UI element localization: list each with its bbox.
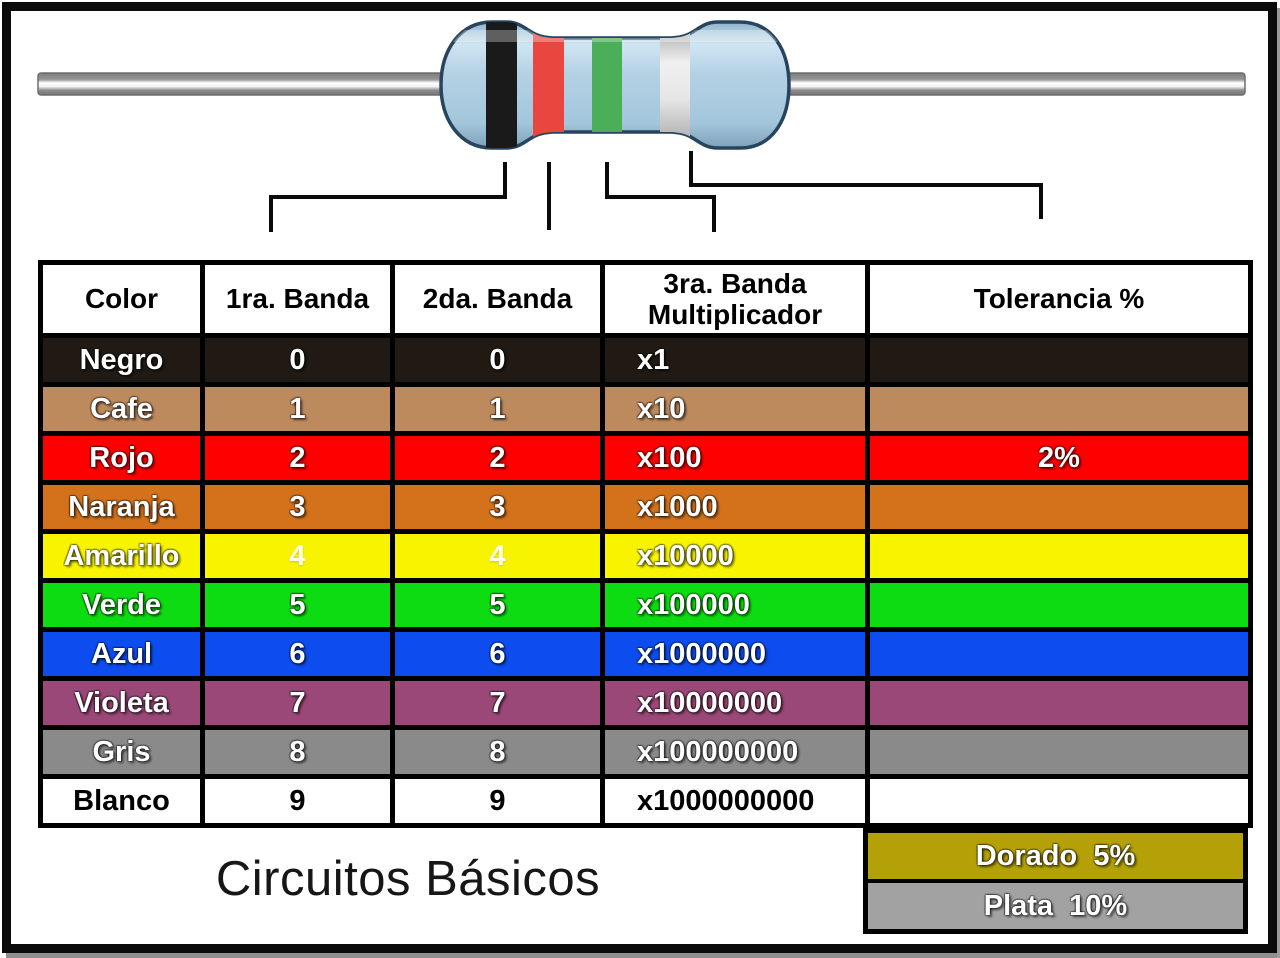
cell-color-name: Gris — [38, 725, 205, 779]
band-verde — [592, 22, 622, 148]
table-row-gris: Gris 8 8 x100000000 — [38, 725, 1253, 779]
header-band3-line1: 3ra. Banda — [663, 267, 807, 299]
cell-color-name: Negro — [38, 333, 205, 387]
cell-band2: 6 — [390, 627, 605, 681]
table-row-azul: Azul 6 6 x1000000 — [38, 627, 1253, 681]
table-row-violeta: Violeta 7 7 x10000000 — [38, 676, 1253, 730]
cell-tolerance — [865, 480, 1253, 534]
cell-color-name: Naranja — [38, 480, 205, 534]
cell-multiplier: x10000000 — [600, 676, 870, 730]
tolerance-row-dorado: Dorado 5% — [868, 833, 1243, 883]
cell-tolerance — [865, 725, 1253, 779]
cell-multiplier: x1000000000 — [600, 774, 870, 828]
cell-band2: 3 — [390, 480, 605, 534]
header-band1: 1ra. Banda — [200, 260, 395, 338]
cell-tolerance — [865, 578, 1253, 632]
cell-band2: 4 — [390, 529, 605, 583]
cell-multiplier: x100 — [600, 431, 870, 485]
cell-color-name: Verde — [38, 578, 205, 632]
table-row-amarillo: Amarillo 4 4 x10000 — [38, 529, 1253, 583]
cell-multiplier: x10 — [600, 382, 870, 436]
tolerance-row-plata: Plata 10% — [868, 883, 1243, 929]
cell-tolerance — [865, 676, 1253, 730]
cell-band1: 7 — [200, 676, 395, 730]
cell-band2: 7 — [390, 676, 605, 730]
callout-tolerance — [689, 151, 1043, 219]
callout-lines — [269, 151, 1043, 232]
cell-multiplier: x1000 — [600, 480, 870, 534]
table-row-negro: Negro 0 0 x1 — [38, 333, 1253, 387]
header-band3-line2: Multiplicador — [647, 299, 823, 330]
band-negro — [486, 22, 517, 148]
cell-multiplier: x100000 — [600, 578, 870, 632]
cell-band2: 2 — [390, 431, 605, 485]
body-highlight — [441, 30, 789, 42]
header-tolerance: Tolerancia % — [865, 260, 1253, 338]
cell-band2: 1 — [390, 382, 605, 436]
cell-band1: 0 — [200, 333, 395, 387]
cell-multiplier: x100000000 — [600, 725, 870, 779]
cell-color-name: Cafe — [38, 382, 205, 436]
tolerance-legend: Dorado 5% Plata 10% — [863, 828, 1248, 934]
cell-band2: 5 — [390, 578, 605, 632]
cell-tolerance — [865, 529, 1253, 583]
band-rojo — [533, 22, 564, 148]
cell-color-name: Azul — [38, 627, 205, 681]
band-plata — [660, 22, 690, 148]
cell-multiplier: x1 — [600, 333, 870, 387]
cell-tolerance: 2% — [865, 431, 1253, 485]
cell-band1: 8 — [200, 725, 395, 779]
cell-tolerance — [865, 333, 1253, 387]
color-code-table: Color 1ra. Banda 2da. Banda 3ra. Banda M… — [38, 260, 1253, 828]
callout-band3 — [605, 162, 716, 232]
cell-band1: 1 — [200, 382, 395, 436]
cell-band2: 9 — [390, 774, 605, 828]
header-band3-multiplier: 3ra. Banda Multiplicador — [600, 260, 870, 338]
frame-bottom-shadow — [6, 953, 1280, 958]
caption-title: Circuitos Básicos — [215, 852, 601, 906]
resistor-illustration — [37, 20, 1246, 232]
cell-tolerance — [865, 382, 1253, 436]
cell-tolerance — [865, 774, 1253, 828]
cell-band2: 8 — [390, 725, 605, 779]
cell-band1: 5 — [200, 578, 395, 632]
cell-band1: 4 — [200, 529, 395, 583]
cell-color-name: Rojo — [38, 431, 205, 485]
table-row-cafe: Cafe 1 1 x10 — [38, 382, 1253, 436]
cell-tolerance — [865, 627, 1253, 681]
cell-band1: 3 — [200, 480, 395, 534]
cell-color-name: Amarillo — [38, 529, 205, 583]
frame-right-shadow — [1277, 8, 1280, 958]
cell-multiplier: x10000 — [600, 529, 870, 583]
header-color: Color — [38, 260, 205, 338]
cell-band1: 6 — [200, 627, 395, 681]
cell-band1: 2 — [200, 431, 395, 485]
cell-color-name: Violeta — [38, 676, 205, 730]
cell-color-name: Blanco — [38, 774, 205, 828]
header-row: Color 1ra. Banda 2da. Banda 3ra. Banda M… — [38, 260, 1253, 338]
table-row-blanco: Blanco 9 9 x1000000000 — [38, 774, 1253, 828]
cell-band2: 0 — [390, 333, 605, 387]
table-row-verde: Verde 5 5 x100000 — [38, 578, 1253, 632]
table-row-rojo: Rojo 2 2 x100 2% — [38, 431, 1253, 485]
callout-band1 — [269, 162, 507, 232]
table-row-naranja: Naranja 3 3 x1000 — [38, 480, 1253, 534]
cell-band1: 9 — [200, 774, 395, 828]
header-band2: 2da. Banda — [390, 260, 605, 338]
cell-multiplier: x1000000 — [600, 627, 870, 681]
